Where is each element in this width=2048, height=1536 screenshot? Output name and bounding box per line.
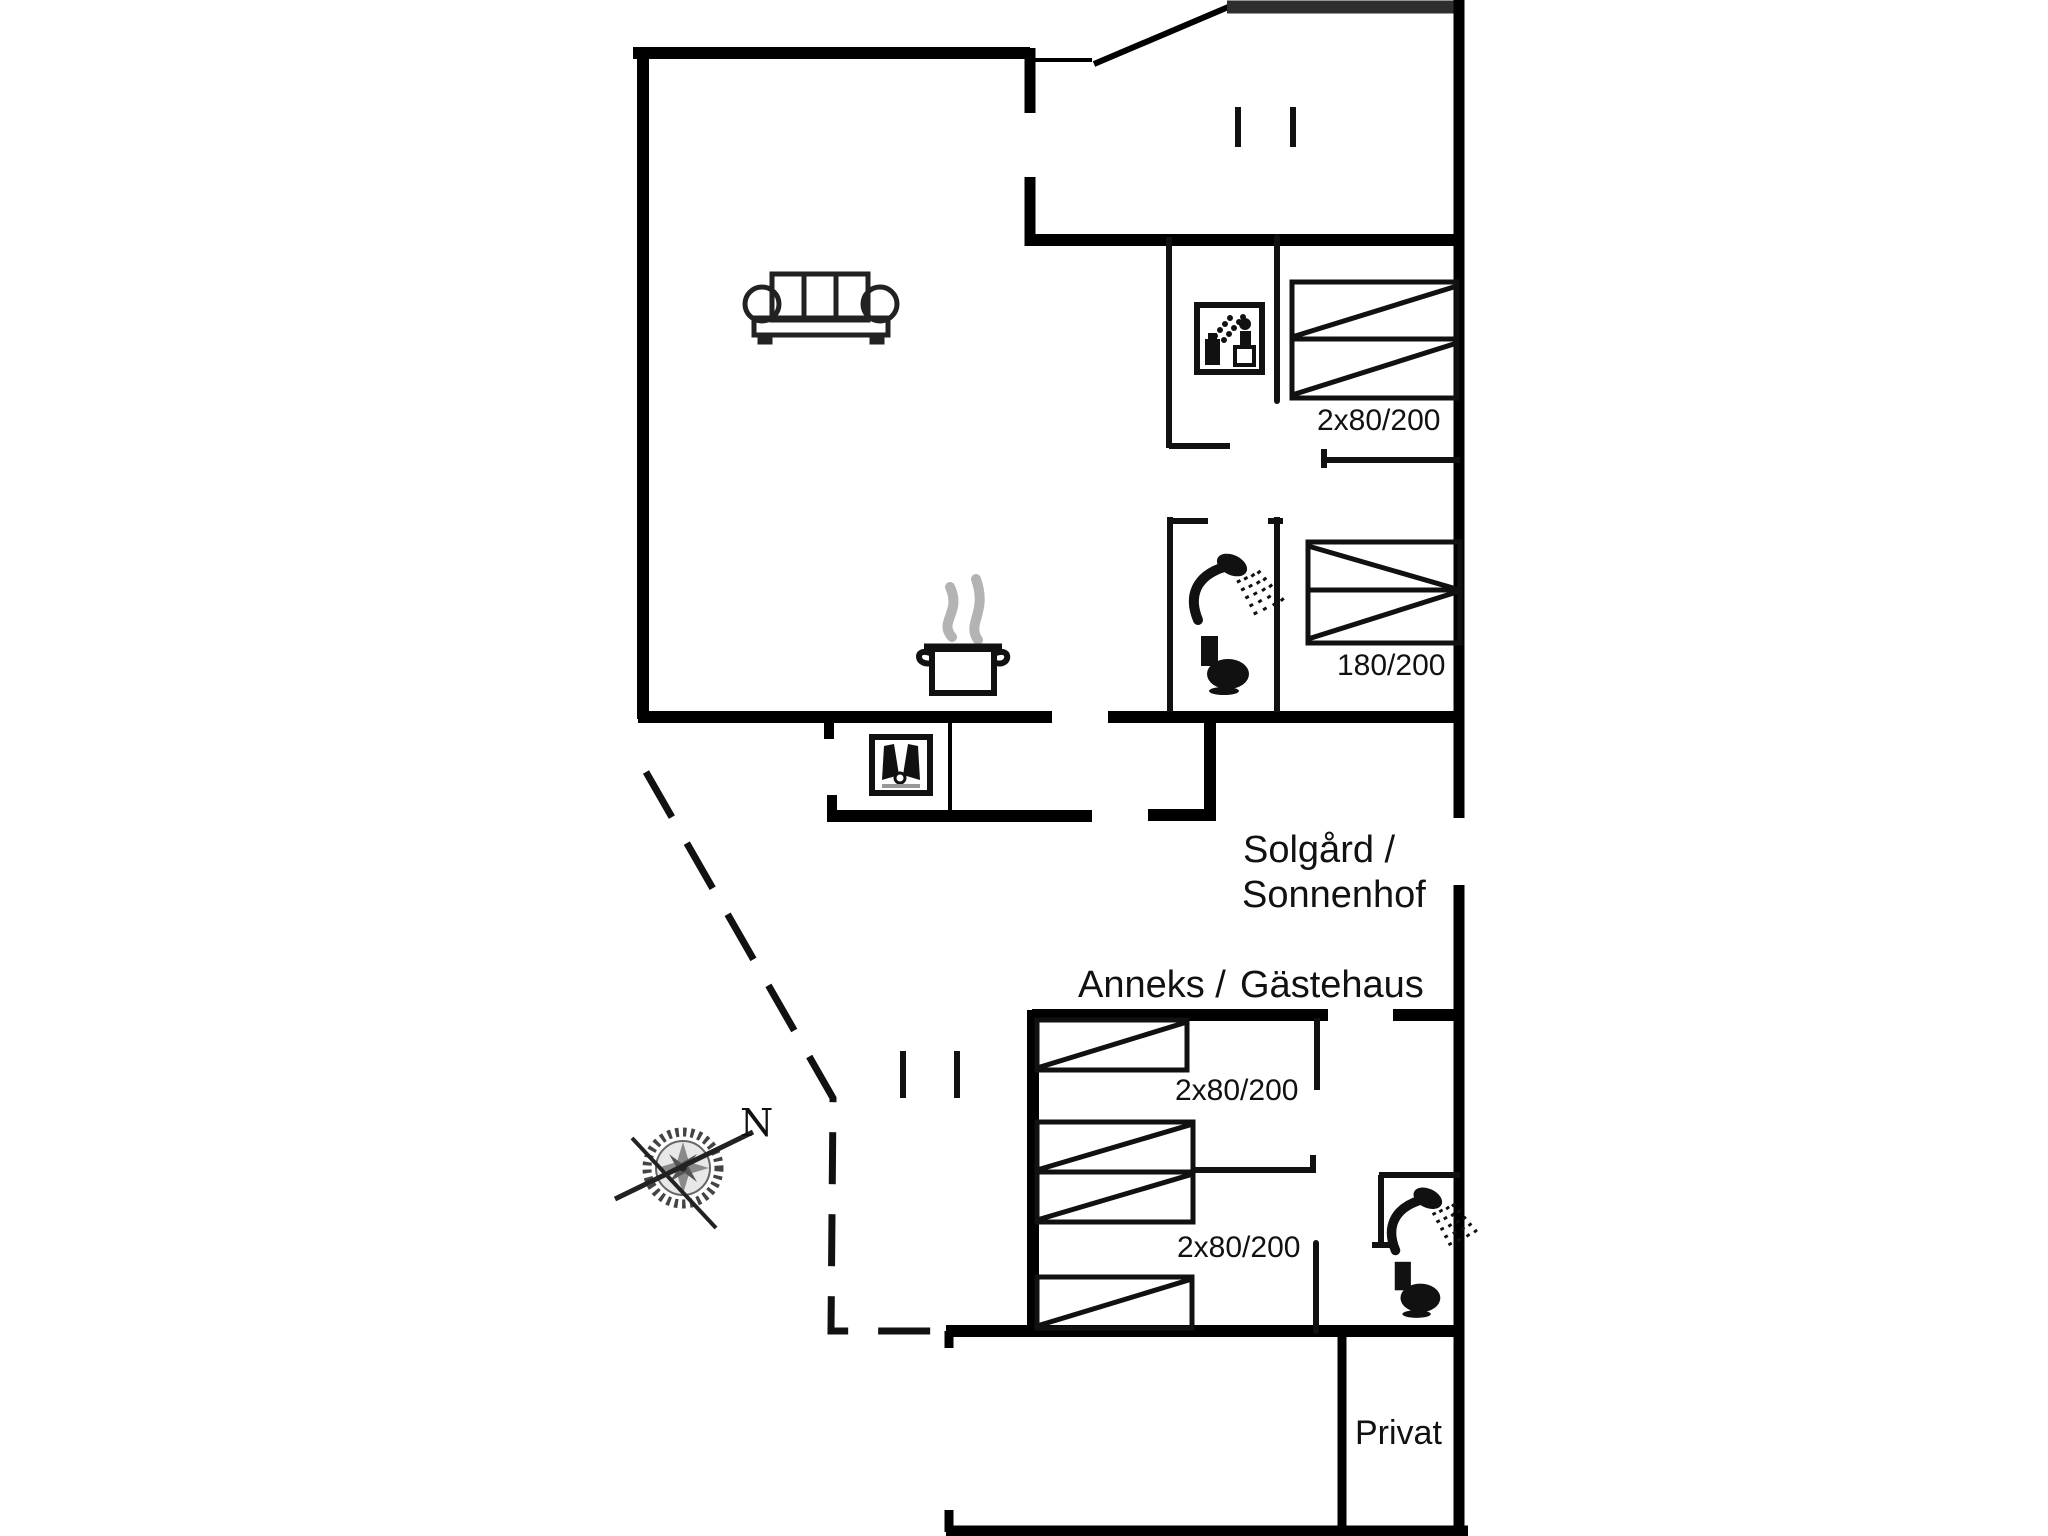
private-room-label: Privat <box>1355 1414 1442 1452</box>
bedroom1-bed-label: 2x80/200 <box>1317 404 1440 437</box>
sofa-icon <box>742 271 900 345</box>
annex-walls <box>944 1009 1464 1348</box>
annex-title-left: Anneks / <box>1078 964 1226 1006</box>
sauna-icon <box>1194 302 1265 375</box>
annex-bed-2 <box>1034 1119 1196 1175</box>
main-house-interior-walls <box>1166 234 1460 712</box>
main-house-walls <box>633 0 1465 1536</box>
stove-pot-icon <box>916 574 1011 696</box>
annex-beds <box>1034 1017 1196 1331</box>
annex-bed-3 <box>1034 1169 1196 1225</box>
toilet-icon <box>1201 636 1249 695</box>
shower-icon <box>1189 553 1288 625</box>
compass-north-label: N <box>740 1101 773 1145</box>
annex-shower-icon <box>1386 1187 1481 1256</box>
annex-bed-label-top: 2x80/200 <box>1175 1074 1298 1107</box>
courtyard-label-line2: Sonnenhof <box>1242 874 1426 916</box>
courtyard-label-line1: Solgård / <box>1243 829 1396 871</box>
compass-rose-icon <box>613 1127 755 1230</box>
private-room-walls <box>944 1331 1468 1536</box>
annex-title-right: Gästehaus <box>1240 964 1424 1006</box>
annex-bed-4 <box>1034 1274 1195 1331</box>
bed-180-main <box>1305 539 1463 646</box>
steam-icon <box>942 574 985 645</box>
annex-interior-walls <box>1193 1018 1460 1334</box>
bedroom2-bed-label: 180/200 <box>1337 649 1445 682</box>
window-marks-entrance <box>1235 107 1296 147</box>
window-marks-boundary <box>900 1051 960 1098</box>
boundary-dashed-line <box>642 770 946 1335</box>
bed-2x80-main <box>1289 279 1460 401</box>
annex-toilet-icon <box>1394 1261 1441 1318</box>
annex-bed-label-bottom: 2x80/200 <box>1177 1231 1300 1264</box>
wood-stove-icon <box>869 734 933 796</box>
annex-bed-1 <box>1034 1017 1190 1073</box>
